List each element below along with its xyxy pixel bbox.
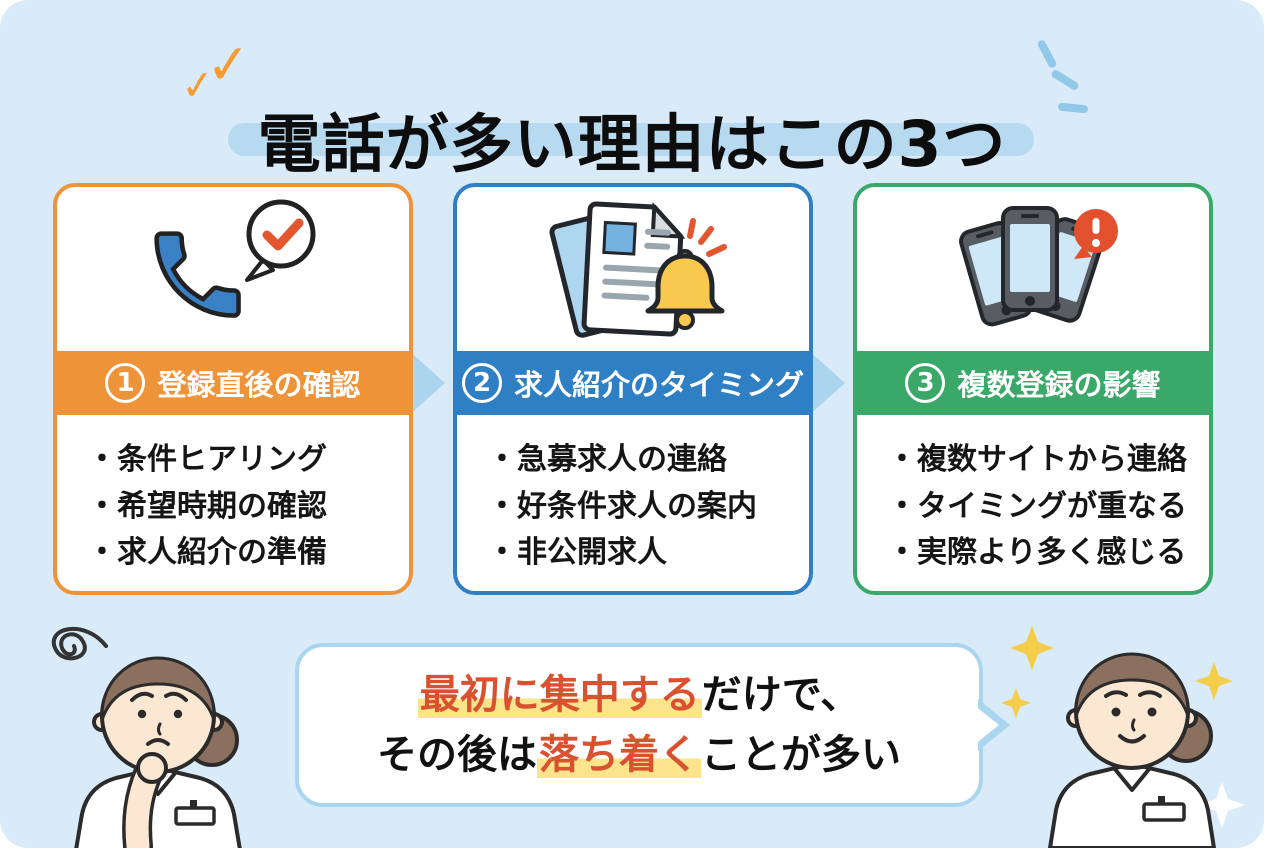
sparkle-icon <box>1199 782 1245 828</box>
emphasis-line-icon <box>1036 38 1058 70</box>
card-heading: 求人紹介のタイミング <box>513 368 804 402</box>
conclusion-line-2: その後は落ち着くことが多い <box>377 725 901 785</box>
confusion-squiggle-icon <box>51 626 108 661</box>
reason-card-2: 2 求人紹介のタイミング ・急募求人の連絡 ・好条件求人の案内 ・非公開求人 <box>453 183 813 595</box>
card-item-list: ・条件ヒアリング ・希望時期の確認 ・求人紹介の準備 <box>57 415 409 577</box>
name-badge <box>1142 802 1186 822</box>
badge-clip <box>190 800 197 810</box>
card-heading: 複数登録の影響 <box>957 368 1161 402</box>
phone-check-icon <box>154 199 316 318</box>
name-badge <box>174 806 216 826</box>
card-item-list: ・複数サイトから連絡 ・タイミングが重なる ・実際より多く感じる <box>857 415 1209 577</box>
conclusion-line-1: 最初に集中するだけで、 <box>417 665 861 725</box>
phones-alert-icon <box>959 206 1118 327</box>
card-item-list: ・急募求人の連絡 ・好条件求人の案内 ・非公開求人 <box>457 415 809 577</box>
worried-nurse-illustration <box>51 626 242 848</box>
emphasis-line-icon <box>1050 68 1080 92</box>
list-item: ・タイミングが重なる <box>887 488 1187 524</box>
card-number-badge: 3 <box>905 363 946 403</box>
card-number-badge: 2 <box>461 363 502 403</box>
card-heading: 登録直後の確認 <box>157 368 361 402</box>
list-item: ・複数サイトから連絡 <box>887 442 1187 477</box>
page-title: 電話が多い理由はこの3つ <box>257 108 1007 182</box>
badge-clip <box>1158 796 1165 806</box>
list-item: ・急募求人の連絡 <box>487 442 727 477</box>
card-number-badge: 1 <box>105 363 146 403</box>
plain-text: その後は <box>377 732 537 778</box>
card-icon-area <box>57 187 409 351</box>
card-icon-area <box>457 187 809 351</box>
card-icon-area <box>857 187 1209 351</box>
sparkle-icon <box>1010 626 1054 670</box>
card-band: 2 求人紹介のタイミング <box>457 351 809 415</box>
plain-text: だけで、 <box>701 672 861 718</box>
checkmark-decoration-icon: ✓ <box>203 31 254 98</box>
flow-arrow <box>407 349 445 417</box>
plain-text: ことが多い <box>701 732 901 778</box>
title-underline-bar <box>228 123 1034 156</box>
list-item: ・実際より多く感じる <box>887 535 1187 570</box>
highlighted-text: 落ち着く <box>537 732 701 778</box>
sparkle-icon <box>1195 662 1233 700</box>
sparkle-icon <box>1001 688 1031 718</box>
reason-card-1: 1 登録直後の確認 ・条件ヒアリング ・希望時期の確認 ・求人紹介の準備 <box>53 183 413 595</box>
smiling-nurse-illustration <box>1001 626 1245 848</box>
documents-bell-icon <box>549 201 727 338</box>
list-item: ・非公開求人 <box>487 535 667 570</box>
list-item: ・求人紹介の準備 <box>87 535 327 570</box>
conclusion-speech-bubble: 最初に集中するだけで、 その後は落ち着くことが多い <box>295 643 1010 807</box>
list-item: ・条件ヒアリング <box>87 442 327 477</box>
card-band: 3 複数登録の影響 <box>857 351 1209 415</box>
list-item: ・好条件求人の案内 <box>487 488 757 524</box>
reason-card-3: 3 複数登録の影響 ・複数サイトから連絡 ・タイミングが重なる ・実際より多く感… <box>853 183 1213 595</box>
card-band: 1 登録直後の確認 <box>57 351 409 415</box>
highlighted-text: 最初に集中する <box>417 672 702 718</box>
list-item: ・希望時期の確認 <box>87 488 327 524</box>
flow-arrow <box>807 349 845 417</box>
speech-bubble-tail <box>974 705 999 745</box>
